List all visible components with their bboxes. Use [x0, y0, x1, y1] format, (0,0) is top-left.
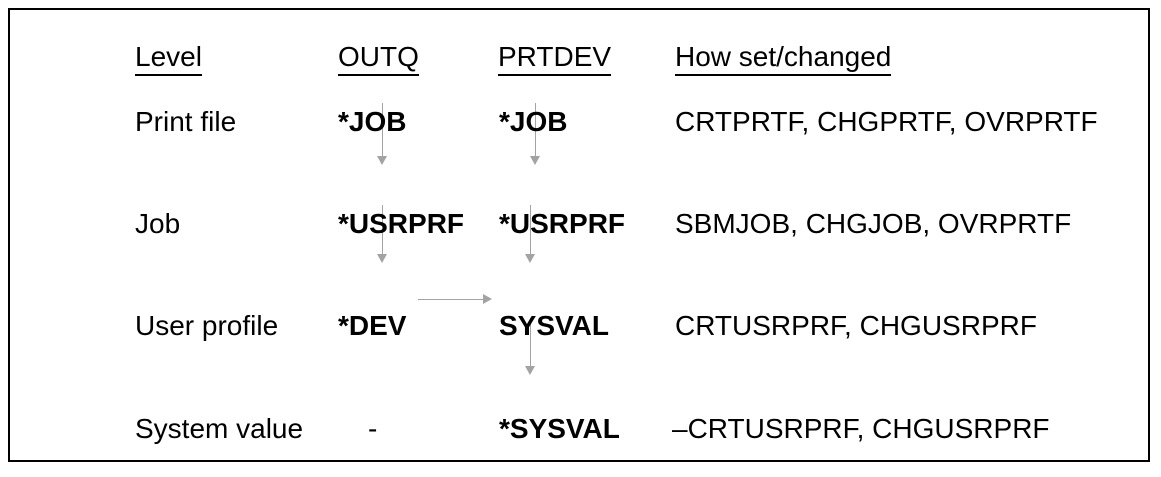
right-arrow-icon-outq-to-prtdev [418, 294, 492, 305]
row-user-profile-outq-value: *DEV [338, 310, 407, 341]
down-arrow-icon-prtdev-userprofile-to-systemvalue [525, 318, 536, 375]
row-user-profile-commands: CRTUSRPRF, CHGUSRPRF [675, 310, 1037, 341]
row-print-file-prtdev-value: *JOB [499, 106, 568, 137]
down-arrow-icon-prtdev-job-to-userprofile [525, 205, 536, 263]
row-system-value-prtdev-value: *SYSVAL [499, 413, 620, 444]
column-header-outq: OUTQ [338, 43, 419, 76]
down-arrow-icon-outq-job-to-userprofile [377, 205, 388, 263]
down-arrow-icon-outq-printfile-to-job [377, 103, 388, 165]
column-header-prtdev: PRTDEV [498, 43, 612, 76]
row-user-profile-prtdev-value: SYSVAL [499, 310, 609, 341]
row-print-file-level: Print file [135, 106, 237, 137]
row-job-commands: SBMJOB, CHGJOB, OVRPRTF [675, 208, 1072, 239]
row-job-outq-value: *USRPRF [338, 208, 465, 239]
row-system-value-commands: –CRTUSRPRF, CHGUSRPRF [672, 413, 1050, 444]
row-print-file-commands: CRTPRTF, CHGPRTF, OVRPRTF [675, 106, 1098, 137]
row-user-profile-level: User profile [135, 310, 279, 341]
diagram-border [8, 8, 1150, 462]
row-system-value-outq-value: - [368, 413, 378, 444]
row-print-file-outq-value: *JOB [338, 106, 407, 137]
column-header-how-set-changed: How set/changed [675, 43, 892, 76]
column-header-level: Level [135, 43, 202, 76]
down-arrow-icon-prtdev-printfile-to-job [530, 103, 541, 165]
row-job-prtdev-value: *USRPRF [499, 208, 626, 239]
row-system-value-level: System value [135, 413, 304, 444]
row-job-level: Job [135, 208, 181, 239]
